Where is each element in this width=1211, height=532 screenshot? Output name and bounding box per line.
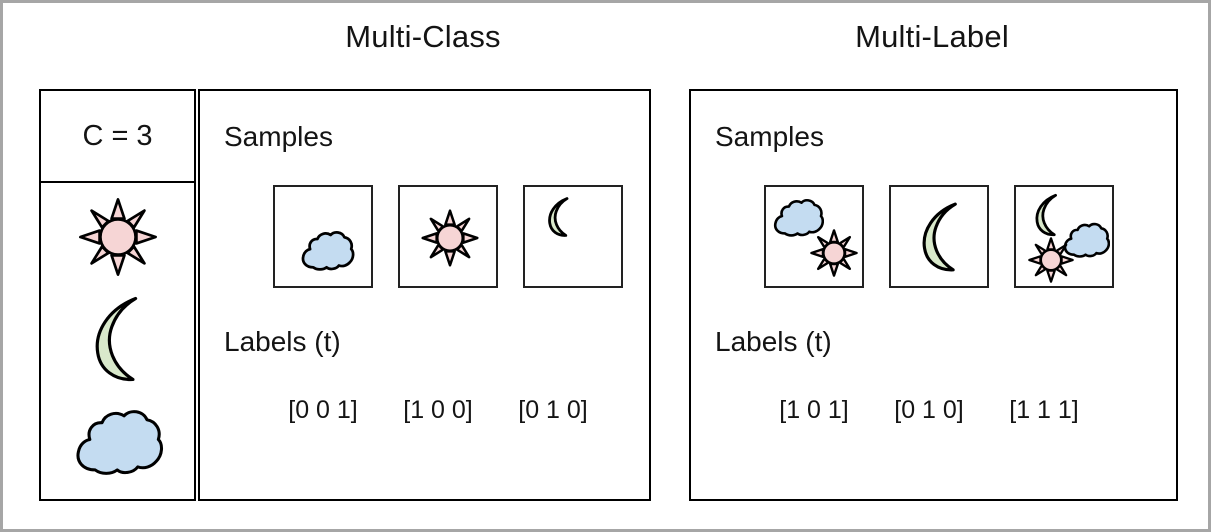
samples-heading-multilabel: Samples: [715, 121, 824, 152]
labels-heading-multilabel: Labels (t): [715, 326, 832, 357]
cloud-icon: [1062, 221, 1111, 258]
labels-row-multilabel: [1 0 1] [0 1 0] [1 1 1]: [715, 396, 1155, 436]
label-vector: [1 0 0]: [403, 396, 473, 424]
panel-title-multiclass: Multi-Class: [345, 19, 501, 54]
labels-heading-multiclass: Labels (t): [224, 326, 341, 357]
class-legend-item-sun: [41, 187, 194, 287]
sun-icon: [1028, 237, 1074, 283]
label-vector: [0 1 0]: [894, 396, 964, 424]
moon-icon: [916, 201, 966, 273]
samples-heading-multiclass: Samples: [224, 121, 333, 152]
panel-multilabel: Samples: [689, 89, 1178, 501]
sample-box[interactable]: [398, 185, 498, 288]
panel-multiclass: Samples: [198, 89, 651, 501]
cloud-icon: [772, 197, 825, 237]
class-legend-item-cloud: [41, 391, 194, 491]
sample-box[interactable]: [889, 185, 989, 288]
sample-box[interactable]: [1014, 185, 1114, 288]
sample-box[interactable]: [273, 185, 373, 288]
class-legend-sidebar: C = 3: [39, 89, 196, 501]
sample-box[interactable]: [764, 185, 864, 288]
sun-icon: [810, 229, 858, 277]
sample-box[interactable]: [523, 185, 623, 288]
class-count-cell: C = 3: [41, 91, 194, 183]
moon-icon: [545, 197, 573, 237]
label-vector: [1 0 1]: [779, 396, 849, 424]
label-vector: [1 1 1]: [1009, 396, 1079, 424]
panel-title-multilabel: Multi-Label: [855, 19, 1009, 54]
samples-row-multiclass: [224, 185, 628, 288]
class-count-label: C = 3: [82, 119, 153, 152]
moon-icon: [87, 295, 149, 383]
label-vector: [0 1 0]: [518, 396, 588, 424]
label-vector: [0 0 1]: [288, 396, 358, 424]
labels-row-multiclass: [0 0 1] [1 0 0] [0 1 0]: [224, 396, 628, 436]
samples-row-multilabel: [715, 185, 1155, 288]
sun-icon: [78, 197, 158, 277]
cloud-icon: [72, 406, 164, 476]
sun-icon: [421, 209, 479, 267]
class-icon-stack: [41, 183, 194, 498]
class-legend-item-moon: [41, 289, 194, 389]
cloud-icon: [299, 229, 355, 271]
moon-icon: [1032, 193, 1062, 237]
